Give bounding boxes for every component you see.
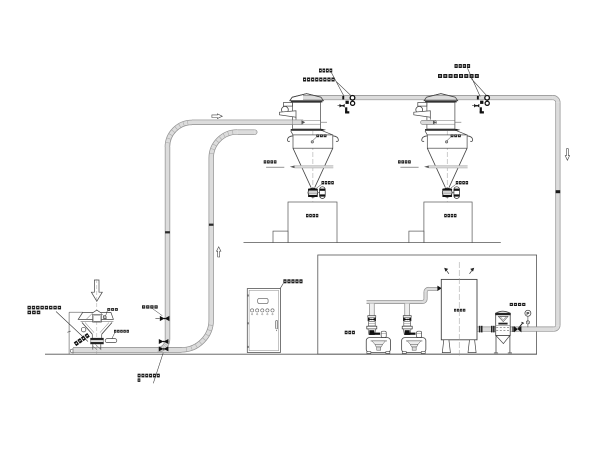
svg-text:P: P — [526, 311, 529, 316]
